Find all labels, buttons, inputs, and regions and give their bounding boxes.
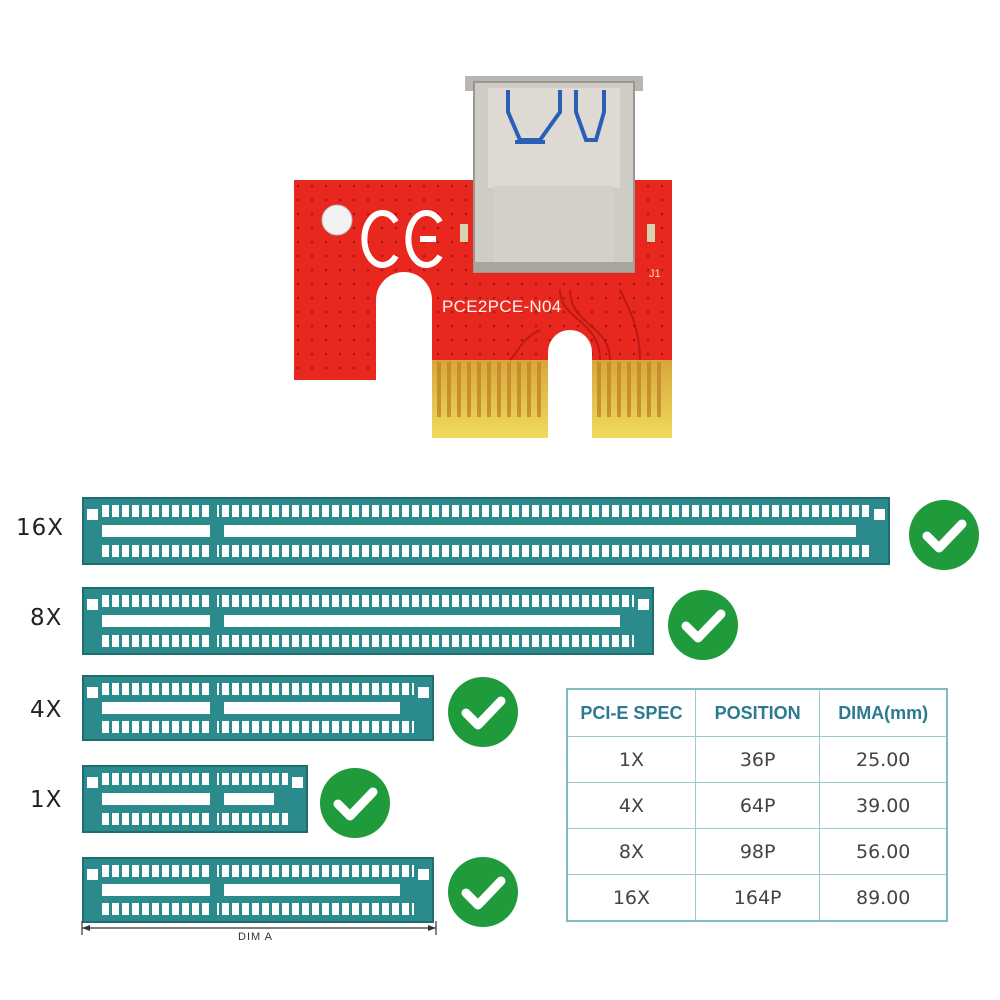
check-circle-icon xyxy=(909,500,979,570)
table-cell: 56.00 xyxy=(819,828,948,875)
table-cell: 64P xyxy=(694,782,821,829)
connector-label: J1 xyxy=(649,268,661,280)
slot-label-1x: 1X xyxy=(30,787,63,813)
check-circle-icon xyxy=(320,768,390,838)
table-header-row: PCI-E SPEC POSITION DIMA(mm) xyxy=(566,688,948,737)
table-cell: 25.00 xyxy=(819,736,948,783)
table-cell: 8X xyxy=(566,828,696,875)
riser-card-graphic xyxy=(294,76,672,438)
table-cell: 16X xyxy=(566,874,696,922)
table-row: 4X 64P 39.00 xyxy=(566,782,948,829)
pcie-slot-dimension-example xyxy=(82,857,434,923)
column-header: PCI-E SPEC xyxy=(566,688,696,737)
table-cell: 164P xyxy=(694,874,821,922)
column-header: DIMA(mm) xyxy=(819,688,948,737)
spec-table: PCI-E SPEC POSITION DIMA(mm) 1X 36P 25.0… xyxy=(566,688,948,922)
table-row: 16X 164P 89.00 xyxy=(566,874,948,922)
table-row: 1X 36P 25.00 xyxy=(566,736,948,783)
riser-card: PCE2PCE-N04 J1 xyxy=(0,0,1000,460)
table-cell: 98P xyxy=(694,828,821,875)
table-row: 8X 98P 56.00 xyxy=(566,828,948,875)
slot-label-4x: 4X xyxy=(30,697,63,723)
dimension-label: DIM A xyxy=(238,931,273,943)
usb3-connector-icon xyxy=(465,76,643,273)
slot-label-16x: 16X xyxy=(16,515,65,541)
column-header: POSITION xyxy=(694,688,821,737)
table-cell: 89.00 xyxy=(819,874,948,922)
check-circle-icon xyxy=(448,857,518,927)
table-cell: 39.00 xyxy=(819,782,948,829)
check-circle-icon xyxy=(668,590,738,660)
model-label: PCE2PCE-N04 xyxy=(442,297,562,316)
table-cell: 36P xyxy=(694,736,821,783)
check-circle-icon xyxy=(448,677,518,747)
table-cell: 4X xyxy=(566,782,696,829)
dimension-arrow-icon xyxy=(81,921,437,935)
pcie-slot-1x xyxy=(82,765,308,833)
pcie-slot-4x xyxy=(82,675,434,741)
pcie-slot-8x xyxy=(82,587,654,655)
table-cell: 1X xyxy=(566,736,696,783)
pcie-slot-16x xyxy=(82,497,890,565)
ce-mark-icon xyxy=(361,210,443,268)
slot-label-8x: 8X xyxy=(30,605,63,631)
led-icon xyxy=(321,204,353,236)
